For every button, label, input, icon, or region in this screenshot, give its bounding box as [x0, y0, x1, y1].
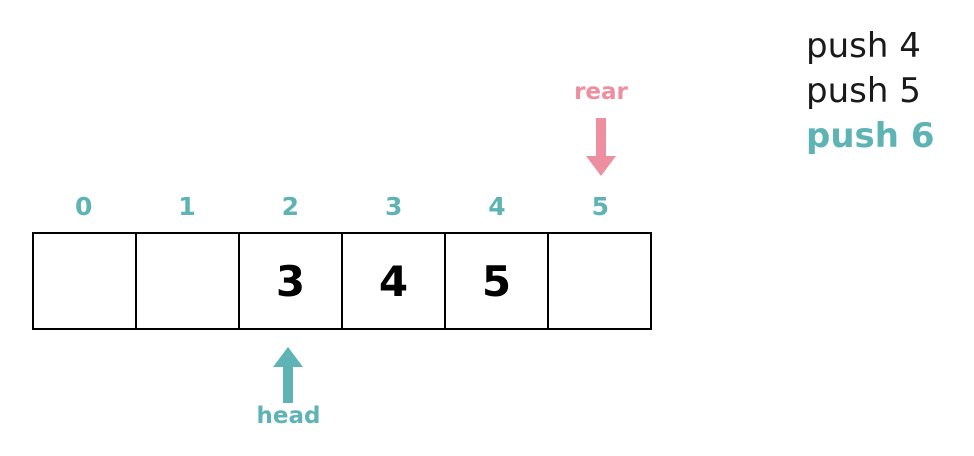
array-cell-1	[137, 234, 240, 328]
array-container: 3 4 5	[32, 232, 652, 330]
array-index-label-1: 1	[178, 192, 196, 221]
array-index-label-3: 3	[384, 192, 403, 221]
arrow-up-icon	[273, 347, 303, 403]
operation-item-1: push 4	[806, 26, 921, 66]
array-index-label-2: 2	[281, 192, 300, 221]
array-cell-0	[34, 234, 137, 328]
operations-list: push 4 push 5 push 6	[806, 24, 966, 159]
array-cell-3: 4	[343, 234, 446, 328]
array-index-label-5: 5	[591, 192, 609, 221]
operation-item-3: push 6	[806, 116, 935, 156]
rear-pointer-label: rear	[574, 79, 628, 105]
array-cell-4: 5	[446, 234, 549, 328]
operation-item-2: push 5	[806, 71, 921, 111]
head-pointer-label: head	[256, 403, 321, 429]
rear-pointer-group: rear	[541, 78, 661, 178]
arrow-down-icon	[586, 118, 616, 176]
array-index-label-0: 0	[74, 192, 93, 221]
array-index-row: 0 1 2 3 4 5	[32, 192, 652, 228]
array-index-label-4: 4	[488, 192, 506, 221]
head-pointer-group: head	[231, 347, 346, 439]
array-cell-2: 3	[240, 234, 343, 328]
array-cell-5	[549, 234, 650, 328]
